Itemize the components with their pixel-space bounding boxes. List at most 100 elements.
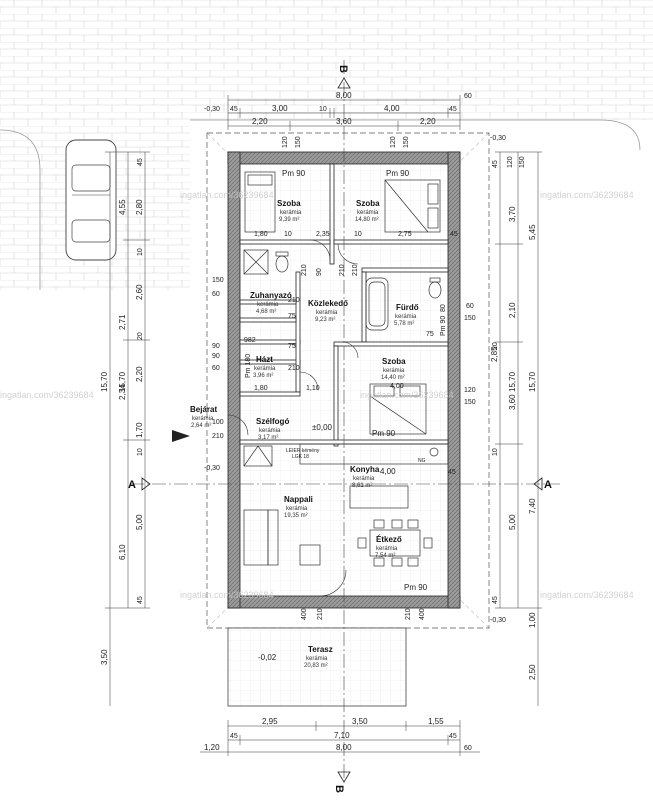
right-dim-col-i: 2,50 bbox=[528, 664, 537, 680]
svg-text:8,61 m²: 8,61 m² bbox=[352, 483, 372, 489]
svg-text:210: 210 bbox=[405, 608, 412, 620]
svg-text:ingatlan.com/36239684: ingatlan.com/36239684 bbox=[180, 190, 274, 200]
right-dim-small-a: 45 bbox=[492, 160, 499, 168]
left-dim-col-i: 6,10 bbox=[118, 544, 127, 560]
kitchen-wall: 45 bbox=[448, 469, 456, 476]
svg-text:10: 10 bbox=[284, 231, 292, 238]
bed-double-2 bbox=[369, 383, 427, 435]
left-dim-col-a: 2,80 bbox=[135, 199, 144, 215]
svg-text:75: 75 bbox=[288, 313, 296, 320]
terrace bbox=[227, 627, 407, 707]
svg-text:75: 75 bbox=[426, 331, 434, 338]
right-dimension-lines bbox=[495, 151, 542, 706]
paving-area bbox=[0, 0, 653, 120]
svg-text:kerámia: kerámia bbox=[357, 210, 379, 216]
bottom-dim-row1-b: 7,10 bbox=[334, 731, 350, 740]
svg-text:210: 210 bbox=[288, 365, 300, 372]
dining-table bbox=[357, 519, 433, 567]
axis-label-top: B bbox=[337, 65, 349, 73]
chimney-label-2: LGK 18 bbox=[292, 454, 309, 460]
bed-small bbox=[244, 171, 276, 233]
room-furdo: Fürdő kerámia 5,78 m² bbox=[394, 303, 419, 327]
svg-text:Étkező: Étkező bbox=[376, 535, 402, 544]
left-dim-small-d: 60 bbox=[212, 291, 220, 298]
top-dim-right-offset: 60 bbox=[464, 93, 472, 100]
room-nappali: Nappali kerámia 19,35 m² bbox=[284, 495, 313, 519]
left-dim-small-f: 90 bbox=[212, 353, 220, 360]
top-dim-row3-a: 2,20 bbox=[252, 117, 268, 126]
room-szoba-3: Szoba kerámia 14,40 m² bbox=[381, 357, 406, 381]
svg-text:9,23 m²: 9,23 m² bbox=[315, 317, 335, 323]
axis-label-left: A bbox=[128, 479, 136, 491]
right-dim-col-c: 2,10 bbox=[508, 302, 517, 318]
bottom-dim-row1-d: 1,55 bbox=[428, 717, 444, 726]
left-dim-small-c: 150 bbox=[212, 277, 224, 284]
svg-text:3,96 m²: 3,96 m² bbox=[253, 373, 273, 379]
door-label-pm90-e: Pm 90 bbox=[440, 316, 447, 336]
right-dim-small-j: 45 bbox=[492, 596, 499, 604]
door-label-pm90-c: Pm 90 bbox=[372, 429, 396, 438]
level-terrace: -0,02 bbox=[258, 653, 277, 662]
room-zuhanyazo: Zuhanyazó kerámia 4,68 m² bbox=[250, 291, 292, 315]
top-dim-row3-c: 2,20 bbox=[420, 117, 436, 126]
left-dim-col-f: 2,34 bbox=[118, 384, 127, 400]
svg-text:2,35: 2,35 bbox=[316, 231, 330, 238]
right-dim-col-h: 1,00 bbox=[528, 612, 537, 628]
bottom-dim-row3-c: 60 bbox=[464, 745, 472, 752]
right-dim-small-h: 150 bbox=[464, 399, 476, 406]
top-dim-row2-a: 45 bbox=[230, 106, 238, 113]
chimney bbox=[243, 445, 273, 467]
axis-marker-left bbox=[141, 477, 151, 491]
axis-marker-top bbox=[337, 77, 351, 89]
svg-text:kerámia: kerámia bbox=[353, 476, 375, 482]
bottom-dim-row3-a: 1,20 bbox=[204, 743, 220, 752]
level-entry: -0,30 bbox=[204, 465, 220, 472]
toilet-2 bbox=[428, 277, 442, 299]
svg-text:210: 210 bbox=[317, 608, 324, 620]
svg-text:45: 45 bbox=[450, 231, 458, 238]
right-dim-outer2: 15,70 bbox=[508, 371, 517, 392]
svg-text:Házt: Házt bbox=[256, 355, 273, 364]
entry-arrow-icon bbox=[172, 430, 190, 442]
room-kozlekedo: Közlekedő kerámia 9,23 m² bbox=[308, 299, 348, 323]
right-dim-col-e: 3,60 bbox=[508, 394, 517, 410]
svg-text:ingatlan.com/36239684: ingatlan.com/36239684 bbox=[540, 590, 634, 600]
right-dim-small-b: 120 bbox=[507, 156, 514, 168]
axis-marker-bottom bbox=[337, 771, 351, 783]
right-dim-small-f: 20 bbox=[492, 342, 499, 350]
svg-text:1,10: 1,10 bbox=[306, 385, 320, 392]
room-szoba-2: Szoba kerámia 14,80 m² bbox=[355, 199, 380, 223]
bottom-dim-row1-a: 2,95 bbox=[262, 717, 278, 726]
left-dim-col-b: 4,55 bbox=[118, 199, 127, 215]
armchair bbox=[299, 544, 321, 566]
svg-text:400: 400 bbox=[419, 608, 426, 620]
svg-text:kerámia: kerámia bbox=[254, 366, 276, 372]
top-dimension-lines bbox=[227, 95, 461, 131]
chimney-label: LEIER kémény bbox=[286, 448, 320, 454]
toilet-1 bbox=[275, 251, 289, 273]
driveway-curve bbox=[0, 129, 41, 290]
svg-text:Terasz: Terasz bbox=[308, 645, 333, 654]
svg-text:Közlekedő: Közlekedő bbox=[308, 299, 348, 308]
doors bbox=[227, 239, 359, 597]
svg-text:kerámia: kerámia bbox=[259, 428, 281, 434]
right-dim-col-b: 5,45 bbox=[528, 224, 537, 240]
svg-text:kerámia: kerámia bbox=[280, 210, 302, 216]
code-982: 982 bbox=[244, 337, 256, 344]
svg-text:ingatlan.com/36239684: ingatlan.com/36239684 bbox=[0, 390, 94, 400]
svg-text:Szoba: Szoba bbox=[356, 199, 380, 208]
left-dim-col-c: 2,60 bbox=[135, 284, 144, 300]
svg-text:3,17 m²: 3,17 m² bbox=[258, 435, 278, 441]
axis-label-bottom: B bbox=[333, 785, 345, 793]
bathtub bbox=[365, 277, 389, 331]
bottom-dim-row1-c: 3,50 bbox=[352, 717, 368, 726]
left-dim-small-a: 45 bbox=[137, 158, 144, 166]
kitchen-counter bbox=[299, 443, 449, 509]
svg-text:5,78 m²: 5,78 m² bbox=[394, 321, 414, 327]
right-dim-col-g: 5,00 bbox=[508, 514, 517, 530]
door-label-pm180: Pm 180 bbox=[245, 354, 252, 378]
svg-text:ingatlan.com/36239684: ingatlan.com/36239684 bbox=[360, 390, 454, 400]
svg-text:kerámia: kerámia bbox=[316, 310, 338, 316]
svg-text:210: 210 bbox=[301, 264, 308, 276]
